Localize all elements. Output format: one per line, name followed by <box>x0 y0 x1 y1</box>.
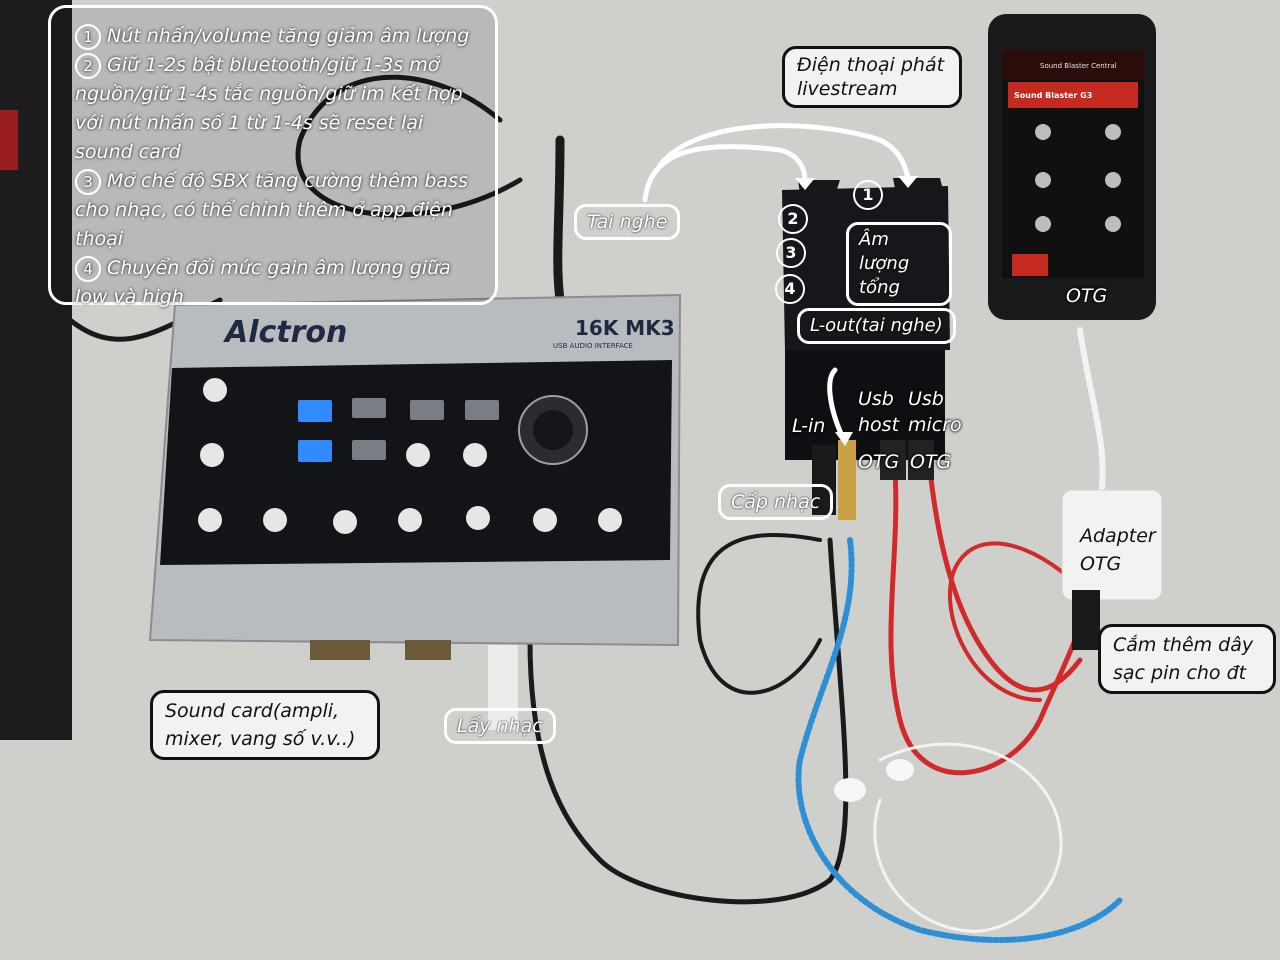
note-text: Chuyển đổi mức gain âm lượng giữa low và… <box>75 257 451 308</box>
note-text: Giữ 1-2s bật bluetooth/giữ 1-3s mở nguồn… <box>75 54 463 163</box>
headphone-arrows <box>642 123 911 441</box>
note-number: 3 <box>75 169 101 195</box>
note-number: 2 <box>75 53 101 79</box>
otg-adapter <box>1061 489 1163 650</box>
label-usb-host: Usb host <box>858 388 900 436</box>
soundcard-model: 16K MK3 <box>575 316 675 340</box>
note-text: Nút nhấn/volume tăng giảm âm lượng <box>107 25 470 47</box>
marker-3: 3 <box>776 238 806 268</box>
note-number: 1 <box>75 24 101 50</box>
left-dark-pad <box>0 0 72 740</box>
note-number: 4 <box>75 256 101 282</box>
soundcard-brand: Alctron <box>223 315 347 350</box>
label-otg-host: OTG <box>858 451 900 473</box>
marker-2: 2 <box>778 204 808 234</box>
label-lout: L-out(tai nghe) <box>797 308 956 344</box>
soundcard-subtitle: USB AUDIO INTERFACE <box>553 342 633 350</box>
note-item: 1 Nút nhấn/volume tăng giảm âm lượng <box>75 22 485 51</box>
label-lay-nhac: Lấy nhạc <box>444 708 556 744</box>
arrow-heads <box>795 176 918 446</box>
earbuds <box>834 759 914 802</box>
soundcard-device: Alctron 16K MK3 USB AUDIO INTERFACE <box>148 293 682 730</box>
label-charge: Cắm thêm dây sạc pin cho đt <box>1098 624 1276 694</box>
label-master-volume: Âm lượng tổng <box>846 222 952 306</box>
phone-banner: Sound Blaster G3 <box>1014 91 1092 100</box>
phone-app-name: Sound Blaster Central <box>1040 62 1117 70</box>
label-lin: L-in <box>792 415 826 437</box>
label-usb-micro: Usb micro <box>908 388 962 436</box>
label-otg-micro: OTG <box>910 451 952 473</box>
phone-device: Sound Blaster Central Sound Blaster G3 <box>988 14 1156 320</box>
label-otg-phone: OTG <box>1066 285 1108 307</box>
marker-1: 1 <box>853 180 883 210</box>
label-phone: Điện thoại phát livestream <box>782 46 962 108</box>
note-text: Mở chế độ SBX tăng cường thêm bass cho n… <box>75 170 468 250</box>
label-soundcard: Sound card(ampli, mixer, vang số v.v..) <box>150 690 380 760</box>
label-headphone: Tai nghe <box>574 204 681 240</box>
label-cap-nhac: Cấp nhạc <box>718 484 834 520</box>
marker-4: 4 <box>775 274 805 304</box>
label-adapter: Adapter OTG <box>1080 525 1156 575</box>
